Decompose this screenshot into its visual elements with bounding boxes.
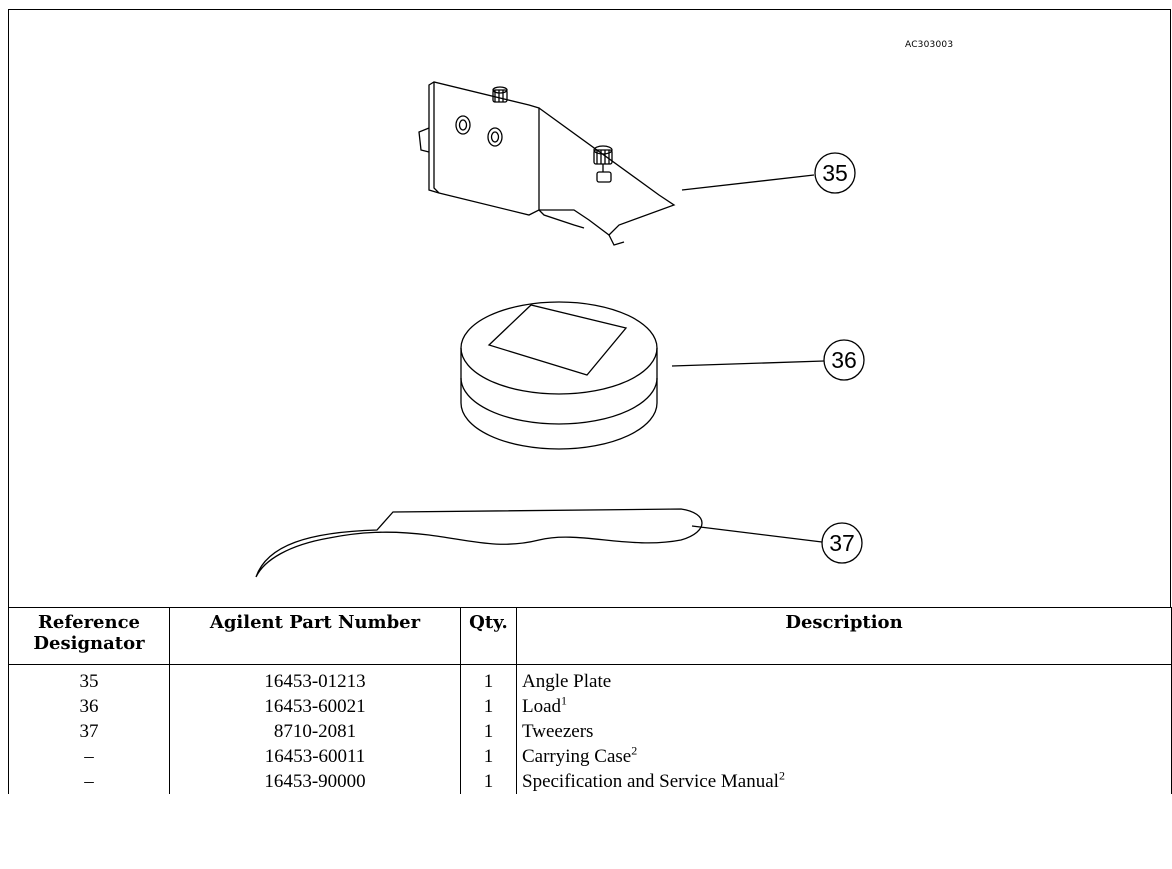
cell-desc: Load1 xyxy=(516,693,1172,719)
cell-part: 16453-60021 xyxy=(169,694,461,719)
parts-figure: AC303003 xyxy=(8,9,1171,607)
callout-35-circle xyxy=(814,152,856,194)
table-row: 37 8710-2081 1 Tweezers xyxy=(8,719,1172,744)
leader-line-37 xyxy=(691,525,823,543)
cell-qty: 1 xyxy=(460,694,517,719)
cell-ref: 37 xyxy=(8,719,170,744)
cell-ref: 36 xyxy=(8,694,170,719)
callout-36-label: 36 xyxy=(831,347,857,373)
header-qty: Qty. xyxy=(460,607,517,665)
tweezers-drawing xyxy=(255,508,703,578)
callout-36-circle xyxy=(823,339,865,381)
footnote-marker: 1 xyxy=(561,693,568,708)
leader-line-35 xyxy=(681,174,815,191)
load-drawing xyxy=(460,301,658,450)
cell-part: 16453-01213 xyxy=(169,664,461,694)
cell-part: 16453-60011 xyxy=(169,744,461,769)
cell-qty: 1 xyxy=(460,719,517,744)
footnote-marker: 2 xyxy=(631,743,638,758)
leader-line-36 xyxy=(671,360,825,367)
header-description: Description xyxy=(516,607,1172,665)
cell-part: 8710-2081 xyxy=(169,719,461,744)
cell-desc: Angle Plate xyxy=(516,664,1172,694)
cell-desc: Carrying Case2 xyxy=(516,743,1172,769)
table-row: 36 16453-60021 1 Load1 xyxy=(8,693,1172,719)
table-row: – 16453-90000 1 Specification and Servic… xyxy=(8,768,1172,794)
cell-desc: Specification and Service Manual2 xyxy=(516,768,1172,794)
table-row: – 16453-60011 1 Carrying Case2 xyxy=(8,743,1172,769)
figure-code: AC303003 xyxy=(905,40,954,50)
cell-ref: 35 xyxy=(8,664,170,694)
cell-desc: Tweezers xyxy=(516,719,1172,744)
parts-illustration: 35 36 37 xyxy=(255,81,865,578)
callout-37-circle xyxy=(821,522,863,564)
callout-35-label: 35 xyxy=(822,160,848,186)
table-row: 35 16453-01213 1 Angle Plate xyxy=(8,664,1172,694)
cell-ref: – xyxy=(8,769,170,794)
cell-qty: 1 xyxy=(460,664,517,694)
header-part-number: Agilent Part Number xyxy=(169,607,461,665)
angle-plate-drawing xyxy=(418,81,676,246)
cell-part: 16453-90000 xyxy=(169,769,461,794)
footnote-marker: 2 xyxy=(778,768,785,783)
cell-ref: – xyxy=(8,744,170,769)
cell-qty: 1 xyxy=(460,769,517,794)
callout-37-label: 37 xyxy=(829,530,855,556)
cell-qty: 1 xyxy=(460,744,517,769)
